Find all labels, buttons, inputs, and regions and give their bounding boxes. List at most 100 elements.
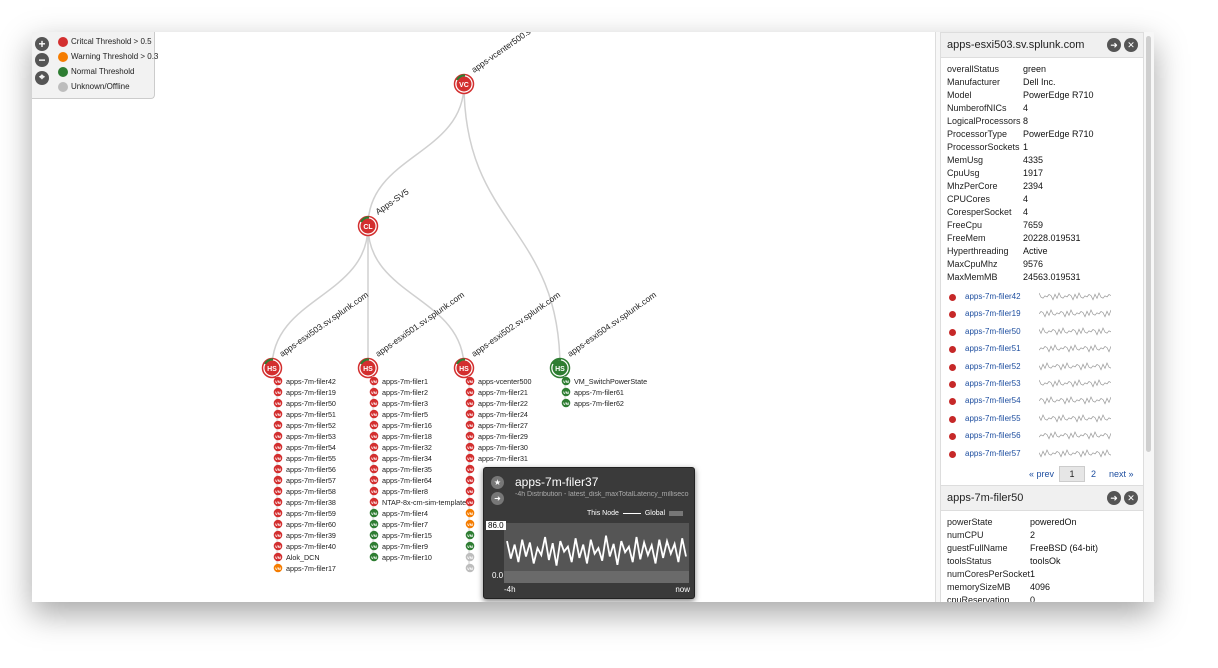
vm-label[interactable]: apps-7m-filer3 [382, 399, 428, 408]
vm-label[interactable]: apps-7m-filer50 [286, 399, 336, 408]
locate-button[interactable]: ⌖ [35, 71, 49, 85]
open-icon[interactable]: ➜ [1107, 491, 1121, 505]
vm-status-circle[interactable] [369, 497, 379, 507]
vm-label[interactable]: apps-7m-filer1 [382, 377, 428, 386]
vm-status-circle[interactable] [465, 508, 475, 518]
vm-status-circle[interactable] [369, 387, 379, 397]
vm-status-circle[interactable] [561, 376, 571, 386]
vm-status-circle[interactable] [273, 453, 283, 463]
vm-status-circle[interactable] [273, 508, 283, 518]
host-node-label[interactable]: apps-esxi503.sv.splunk.com [277, 290, 370, 359]
vm-label[interactable]: apps-7m-filer16 [382, 421, 432, 430]
vm-label[interactable]: apps-7m-filer35 [382, 465, 432, 474]
pager-next[interactable]: next » [1109, 469, 1134, 479]
vm-status-circle[interactable] [273, 464, 283, 474]
vm-label[interactable]: apps-7m-filer38 [286, 498, 336, 507]
vm-label[interactable]: apps-7m-filer5 [382, 410, 428, 419]
vm-label[interactable]: apps-7m-filer9 [382, 542, 428, 551]
vm-label[interactable]: apps-7m-filer24 [478, 410, 528, 419]
vm-label[interactable]: apps-7m-filer4 [382, 509, 428, 518]
vm-label[interactable]: apps-7m-filer58 [286, 487, 336, 496]
vm-status-circle[interactable] [561, 398, 571, 408]
vm-status-circle[interactable] [369, 442, 379, 452]
topology-tree[interactable]: VCapps-vcenter500.sv.spluCLApps-SV5HSapp… [32, 32, 934, 602]
vm-status-circle[interactable] [369, 398, 379, 408]
vm-label[interactable]: apps-7m-filer7 [382, 520, 428, 529]
vm-label[interactable]: apps-7m-filer8 [382, 487, 428, 496]
host-node-label[interactable]: apps-esxi504.sv.splunk.com [565, 290, 658, 359]
vm-status-circle[interactable] [273, 475, 283, 485]
vm-status-circle[interactable] [465, 409, 475, 419]
vm-label[interactable]: apps-7m-filer64 [382, 476, 432, 485]
vm-label[interactable]: apps-7m-filer2 [382, 388, 428, 397]
vm-label[interactable]: apps-7m-filer27 [478, 421, 528, 430]
host-vm-link[interactable]: apps-7m-filer56 [965, 431, 1021, 441]
vm-label[interactable]: apps-7m-filer55 [286, 454, 336, 463]
pager-page-2[interactable]: 2 [1091, 469, 1097, 479]
vm-status-circle[interactable] [273, 376, 283, 386]
vm-status-circle[interactable] [369, 453, 379, 463]
vm-status-circle[interactable] [465, 420, 475, 430]
host-vm-link[interactable]: apps-7m-filer50 [965, 326, 1021, 336]
vm-status-circle[interactable] [465, 431, 475, 441]
host-vm-link[interactable]: apps-7m-filer42 [965, 292, 1021, 301]
host-vm-link[interactable]: apps-7m-filer53 [965, 379, 1021, 388]
sidebar-scrollbar[interactable] [1146, 36, 1151, 452]
vm-label[interactable]: apps-7m-filer32 [382, 443, 432, 452]
vm-status-circle[interactable] [273, 497, 283, 507]
host-node-circle[interactable] [360, 360, 376, 376]
vm-status-circle[interactable] [465, 486, 475, 496]
host-vm-link[interactable]: apps-7m-filer55 [965, 413, 1021, 423]
vm-status-circle[interactable] [561, 387, 571, 397]
vm-label[interactable]: apps-7m-filer61 [574, 388, 624, 397]
host-node-circle[interactable] [552, 360, 568, 376]
vm-label[interactable]: apps-7m-filer40 [286, 542, 336, 551]
cluster-node-label[interactable]: Apps-SV5 [373, 186, 410, 216]
vm-status-circle[interactable] [369, 420, 379, 430]
vm-status-circle[interactable] [369, 464, 379, 474]
vm-status-circle[interactable] [465, 541, 475, 551]
vm-status-circle[interactable] [273, 420, 283, 430]
vm-status-circle[interactable] [465, 464, 475, 474]
vm-status-circle[interactable] [465, 387, 475, 397]
vm-status-circle[interactable] [465, 475, 475, 485]
pin-icon[interactable]: ★ [491, 476, 504, 489]
vm-status-circle[interactable] [273, 387, 283, 397]
vm-status-circle[interactable] [465, 519, 475, 529]
vm-label[interactable]: apps-7m-filer52 [286, 421, 336, 430]
vm-status-circle[interactable] [369, 519, 379, 529]
vm-label[interactable]: apps-7m-filer59 [286, 509, 336, 518]
vm-status-circle[interactable] [369, 541, 379, 551]
vm-status-circle[interactable] [273, 486, 283, 496]
vm-label[interactable]: apps-vcenter500 [478, 377, 532, 386]
vm-label[interactable]: apps-7m-filer53 [286, 432, 336, 441]
host-node-label[interactable]: apps-esxi502.sv.splunk.com [469, 290, 562, 359]
vm-label[interactable]: NTAP-8x-cm-sim-template [382, 498, 466, 507]
pager-prev[interactable]: « prev [1029, 469, 1055, 479]
close-icon[interactable]: ✕ [1124, 491, 1138, 505]
vm-status-circle[interactable] [273, 552, 283, 562]
zoom-in-button[interactable]: + [35, 37, 49, 51]
vm-label[interactable]: apps-7m-filer30 [478, 443, 528, 452]
vm-status-circle[interactable] [465, 442, 475, 452]
host-vm-link[interactable]: apps-7m-filer54 [965, 396, 1021, 406]
vm-status-circle[interactable] [465, 376, 475, 386]
vm-status-circle[interactable] [465, 497, 475, 507]
vm-status-circle[interactable] [273, 398, 283, 408]
vm-label[interactable]: apps-7m-filer42 [286, 377, 336, 386]
host-node-circle[interactable] [456, 360, 472, 376]
vm-status-circle[interactable] [273, 442, 283, 452]
host-vm-link[interactable]: apps-7m-filer51 [965, 344, 1021, 354]
vm-label[interactable]: apps-7m-filer29 [478, 432, 528, 441]
vm-label[interactable]: apps-7m-filer51 [286, 410, 336, 419]
vm-label[interactable]: Alok_DCN [286, 553, 320, 562]
vm-status-circle[interactable] [273, 431, 283, 441]
zoom-out-button[interactable]: − [35, 53, 49, 67]
vm-status-circle[interactable] [465, 530, 475, 540]
cluster-node-circle[interactable] [360, 218, 376, 234]
host-vm-link[interactable]: apps-7m-filer19 [965, 309, 1021, 319]
close-icon[interactable]: ✕ [1124, 38, 1138, 52]
vm-status-circle[interactable] [273, 519, 283, 529]
vm-label[interactable]: apps-7m-filer31 [478, 454, 528, 463]
vm-status-circle[interactable] [369, 475, 379, 485]
